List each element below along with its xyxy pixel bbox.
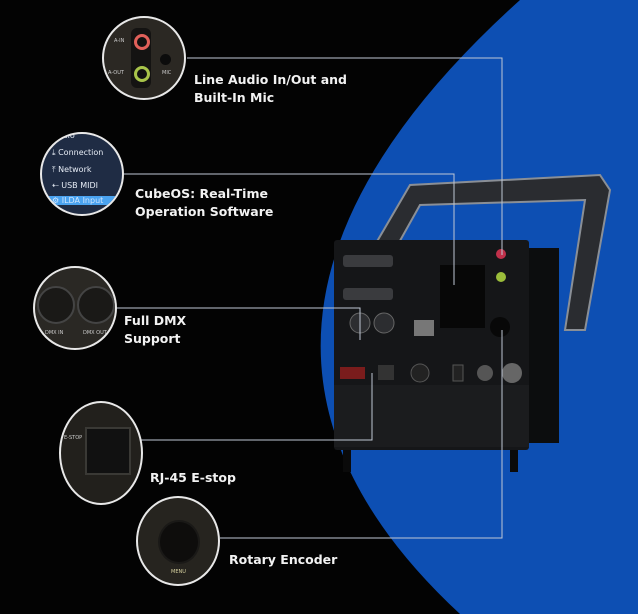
connector-dmx — [117, 307, 361, 340]
dmx-in-label: DMX IN — [45, 330, 64, 336]
menu-item-usb-midi: ⇠ USB MIDI — [52, 181, 98, 190]
callout-label-audio: Line Audio In/Out and Built-In Mic — [194, 71, 347, 107]
mic-hole — [160, 54, 171, 65]
device-handle — [370, 173, 612, 331]
callout-label-encoder: Rotary Encoder — [229, 551, 337, 569]
mic-label: MIC — [162, 70, 172, 76]
cubeos-menu-thumbnail: Audio ⤓ Connection ⤒ Network ⇠ USB MIDI … — [40, 132, 124, 216]
label-line: Full DMX — [124, 313, 187, 328]
label-line: Rotary Encoder — [229, 552, 338, 567]
connector-audio — [187, 57, 503, 255]
a-in-label: A-IN — [114, 38, 125, 44]
label-line: Line Audio In/Out and — [194, 72, 347, 87]
audio-jacks-thumbnail: A-IN A-OUT MIC — [102, 16, 186, 100]
encoder-knob — [158, 520, 200, 564]
gear-icon: ⚙ — [52, 196, 60, 205]
label-line: Operation Software — [135, 204, 274, 219]
connector-cubeos — [124, 173, 455, 285]
menu-label: MENU — [171, 569, 186, 575]
label-line: Support — [124, 331, 181, 346]
rj45-port — [85, 427, 131, 475]
laser-device — [334, 173, 612, 472]
connector-lines — [117, 57, 503, 539]
menu-item-audio: Audio — [52, 132, 75, 140]
audio-out-jack — [134, 66, 150, 82]
usb-icon: ⇠ — [52, 181, 59, 190]
connector-encoder — [220, 330, 503, 539]
dmx-thumbnail: DMX IN DMX OUT — [33, 266, 117, 350]
download-icon: ⤓ — [52, 148, 56, 157]
menu-item-network: ⤒ Network — [52, 165, 92, 174]
callout-label-cubeos: CubeOS: Real-Time Operation Software — [135, 185, 273, 221]
callout-label-estop: RJ-45 E-stop — [150, 469, 236, 487]
callout-label-dmx: Full DMX Support — [124, 312, 186, 348]
upload-icon: ⤒ — [52, 165, 56, 174]
connector-estop — [124, 373, 373, 441]
a-out-label: A-OUT — [108, 70, 124, 76]
dmx-out-connector — [77, 286, 115, 324]
label-line: RJ-45 E-stop — [150, 470, 236, 485]
audio-in-jack — [134, 34, 150, 50]
dmx-in-connector — [37, 286, 75, 324]
dmx-out-label: DMX OUT — [83, 330, 107, 336]
estop-label: E-STOP — [64, 435, 83, 441]
menu-item-ilda-input: ⚙ ILDA Input — [42, 196, 122, 205]
estop-thumbnail: E-STOP — [59, 401, 143, 505]
menu-item-connection: ⤓ Connection — [52, 148, 104, 157]
rotary-encoder-thumbnail: MENU — [136, 496, 220, 586]
label-line: CubeOS: Real-Time — [135, 186, 268, 201]
label-line: Built-In Mic — [194, 90, 275, 105]
